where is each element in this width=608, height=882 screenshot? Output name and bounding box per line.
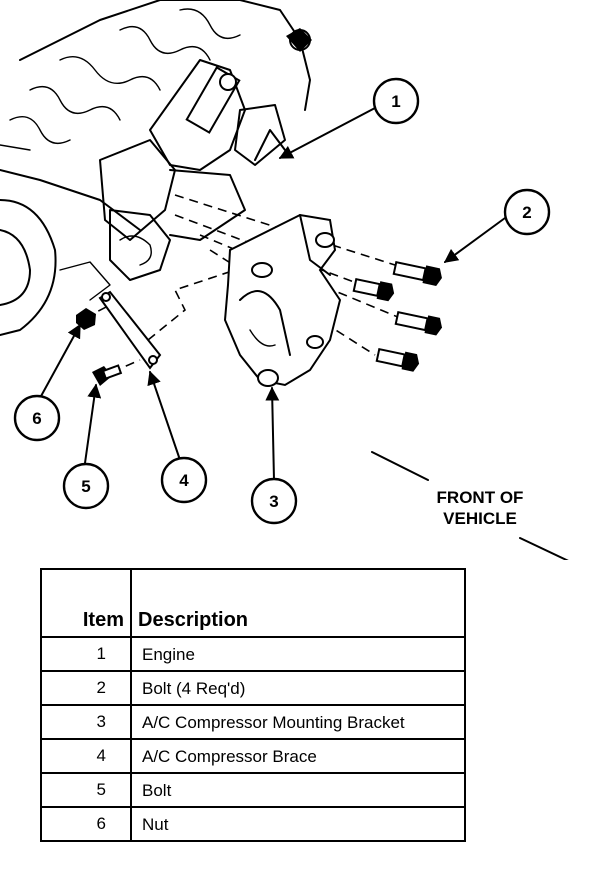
legend-item-description: A/C Compressor Mounting Bracket bbox=[130, 704, 466, 740]
callout-1-label: 1 bbox=[391, 92, 400, 111]
callout-3-label: 3 bbox=[269, 492, 278, 511]
callout-6-label: 6 bbox=[32, 409, 41, 428]
front-label-line2: VEHICLE bbox=[443, 509, 517, 528]
legend-item-description: Bolt bbox=[130, 772, 466, 808]
legend-item-description: A/C Compressor Brace bbox=[130, 738, 466, 774]
callout-5: 5 bbox=[62, 462, 110, 510]
bolt-5-illustration bbox=[92, 364, 123, 386]
legend-item-number: 6 bbox=[40, 806, 132, 842]
mounting-bracket-illustration bbox=[223, 213, 342, 387]
leader-lines bbox=[39, 107, 569, 560]
legend-item-description: Bolt (4 Req'd) bbox=[130, 670, 466, 706]
legend-item-number: 5 bbox=[40, 772, 132, 808]
legend-header-description: Description bbox=[130, 568, 466, 638]
legend-header-row: Item Description bbox=[40, 568, 466, 638]
legend-row: 3 A/C Compressor Mounting Bracket bbox=[40, 704, 466, 740]
exploded-view-diagram: 1 2 3 4 5 6 bbox=[0, 0, 569, 560]
callout-6: 6 bbox=[13, 394, 61, 442]
legend-header-item: Item bbox=[40, 568, 132, 638]
brace-illustration bbox=[98, 290, 162, 370]
callout-5-label: 5 bbox=[81, 477, 90, 496]
legend-row: 4 A/C Compressor Brace bbox=[40, 738, 466, 774]
engine-illustration bbox=[0, 0, 312, 336]
legend-item-number: 4 bbox=[40, 738, 132, 774]
front-label-line1: FRONT OF bbox=[436, 488, 524, 507]
legend-item-number: 2 bbox=[40, 670, 132, 706]
nut-6-illustration bbox=[76, 308, 96, 330]
parts-legend-table: Item Description 1 Engine 2 Bolt (4 Req'… bbox=[40, 568, 466, 842]
callout-2: 2 bbox=[503, 188, 551, 236]
callout-3: 3 bbox=[250, 477, 298, 525]
legend-item-number: 1 bbox=[40, 636, 132, 672]
callout-2-label: 2 bbox=[522, 203, 531, 222]
callout-4-label: 4 bbox=[179, 471, 189, 490]
legend-row: 1 Engine bbox=[40, 636, 466, 672]
legend-row: 2 Bolt (4 Req'd) bbox=[40, 670, 466, 706]
front-of-vehicle-label: FRONT OF VEHICLE bbox=[400, 487, 560, 529]
legend-row: 5 Bolt bbox=[40, 772, 466, 808]
callout-4: 4 bbox=[160, 456, 208, 504]
legend-item-description: Engine bbox=[130, 636, 466, 672]
legend-row: 6 Nut bbox=[40, 806, 466, 842]
legend-item-number: 3 bbox=[40, 704, 132, 740]
callout-1: 1 bbox=[372, 77, 420, 125]
bolts-illustration bbox=[352, 260, 442, 372]
legend-item-description: Nut bbox=[130, 806, 466, 842]
